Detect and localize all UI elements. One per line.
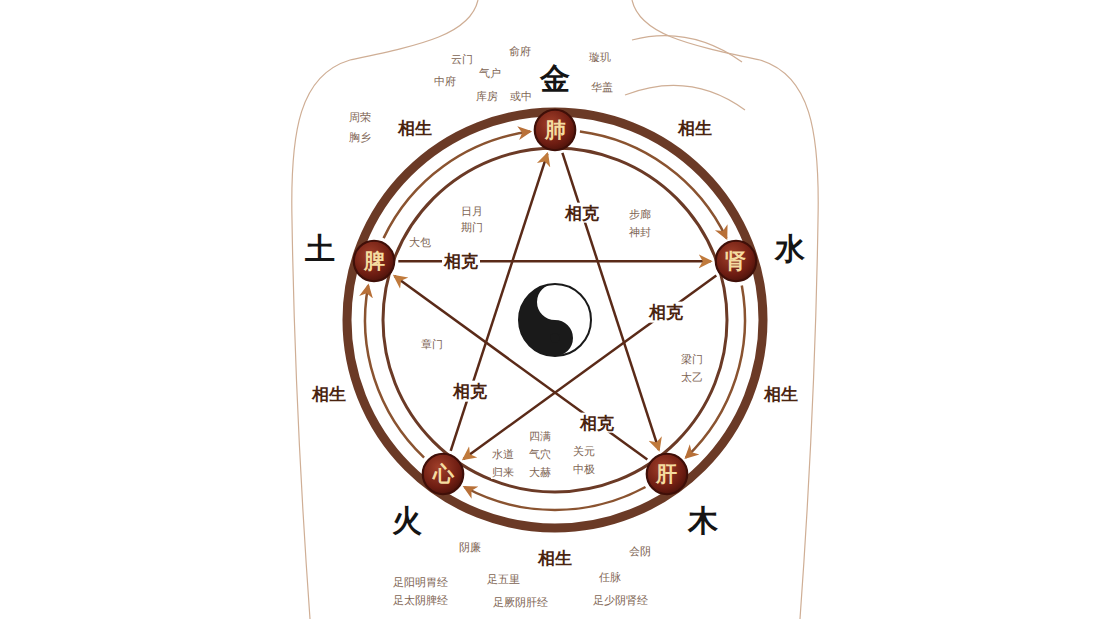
element-label: 金 [540, 62, 570, 95]
organ-name: 肾 [714, 239, 758, 283]
acupoint-label: 足五里 [486, 574, 521, 586]
generating-arrow [580, 132, 727, 239]
body-outline [292, 0, 818, 619]
organ-name: 脾 [352, 239, 396, 283]
acupoint-label: 气户 [478, 68, 502, 80]
acupoint-label: 足阳明胃经 [392, 577, 449, 589]
inner-ring [383, 148, 727, 492]
generating-arrow [384, 132, 530, 239]
edge-label: 相克 [442, 251, 480, 272]
acupoint-label: 任脉 [598, 572, 622, 584]
acupoint-label: 大赫 [528, 467, 552, 479]
acupoint-label: 阴廉 [458, 542, 482, 554]
acupoint-label: 步廊 [628, 209, 652, 221]
controlling-arrow [451, 154, 548, 451]
controlling-arrow [395, 276, 648, 460]
edge-label: 相生 [310, 383, 348, 404]
edge-label: 相生 [536, 548, 574, 569]
organ-node: 肺 [533, 108, 577, 152]
generating-arrow [464, 487, 645, 510]
acupoint-label: 归来 [491, 467, 515, 479]
element-label: 木 [688, 504, 718, 537]
controlling-arrow [464, 275, 717, 459]
generating-arrow [365, 286, 424, 458]
acupoint-label: 章门 [420, 339, 444, 351]
acupoint-label: 中极 [572, 464, 596, 476]
acupoint-label: 大包 [408, 237, 432, 249]
organ-name: 肝 [645, 452, 689, 496]
acupoint-label: 足厥阴肝经 [492, 597, 549, 609]
controlling-arrow [562, 153, 659, 450]
element-label: 火 [392, 504, 422, 537]
yin-yang [519, 284, 591, 356]
organ-name: 心 [421, 452, 465, 496]
element-label: 水 [775, 232, 805, 265]
acupoint-label: 或中 [509, 91, 533, 103]
acupoint-label: 神封 [628, 227, 652, 239]
acupoint-label: 云门 [450, 54, 474, 66]
edge-label: 相克 [578, 412, 616, 433]
acupoint-label: 气穴 [528, 449, 552, 461]
acupoint-label: 四满 [528, 431, 552, 443]
edge-label: 相克 [647, 302, 685, 323]
organ-name: 肺 [533, 108, 577, 152]
acupoint-label: 梁门 [680, 354, 704, 366]
acupoint-label: 胸乡 [348, 132, 372, 144]
organ-node: 脾 [352, 239, 396, 283]
edge-label: 相生 [396, 117, 434, 138]
acupoint-label: 璇玑 [588, 52, 612, 64]
acupoint-label: 足少阴肾经 [592, 595, 649, 607]
acupoint-label: 俞府 [508, 46, 532, 58]
organ-node: 心 [421, 452, 465, 496]
edge-label: 相生 [762, 383, 800, 404]
acupoint-label: 周荣 [348, 112, 372, 124]
organ-node: 肝 [645, 452, 689, 496]
acupoint-label: 水道 [491, 449, 515, 461]
acupoint-label: 中府 [433, 76, 457, 88]
acupoint-label: 太乙 [680, 372, 704, 384]
acupoint-label: 会阴 [628, 546, 652, 558]
element-label: 土 [305, 232, 335, 265]
outer-ring [347, 112, 763, 528]
organ-node: 肾 [714, 239, 758, 283]
edge-label: 相克 [563, 202, 601, 223]
acupoint-label: 华盖 [590, 82, 614, 94]
edge-label: 相生 [676, 117, 714, 138]
acupoint-label: 日月 [460, 206, 484, 218]
edge-label: 相克 [451, 381, 489, 402]
acupoint-label: 关元 [572, 446, 596, 458]
acupoint-label: 库房 [475, 91, 499, 103]
acupoint-label: 期门 [460, 222, 484, 234]
acupoint-label: 足太阴脾经 [392, 595, 449, 607]
